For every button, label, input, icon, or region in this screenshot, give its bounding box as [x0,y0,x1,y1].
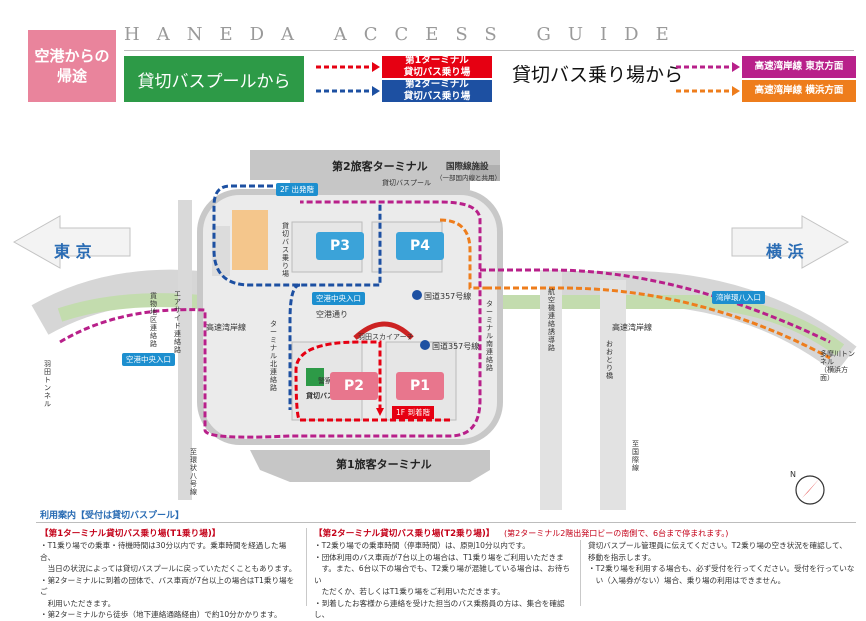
haneda-tunnel-label: 羽田トンネル [44,360,51,408]
legend-arrows-right [676,62,740,96]
t1-stop-legend: 第1ターミナル 貸切バス乗り場 [382,55,492,78]
sky-arch [353,321,414,340]
t2-note: (第2ターミナル2階出発口ビーの南側で、6台まで停まれます。) [504,529,729,538]
sky-arch-label: 羽田スカイアーチ [358,333,414,341]
t1-building-label: 第1旅客ターミナル [336,458,432,471]
tokyo-route-legend: 高速湾岸線 東京方面 [742,56,856,78]
arrival-tag: 1F 到着階 [392,406,434,419]
expressway-label: 高速湾岸線 [206,323,246,332]
compass [795,475,825,505]
air-cargo-road [540,270,562,510]
entry-central-tag: 空港中央入口 [312,292,365,305]
t2-text: ・T2乗り場での乗車時間（停車時間）は、原則10分以内です。 ・団体利用のバス車… [314,541,571,619]
route-yokohama [486,286,831,360]
route-tokyo [59,200,482,439]
entry-bay-tag: 湾岸環八入口 [712,291,765,304]
expressway2-label: 高速湾岸線 [612,323,652,332]
cargo-label: 貨物地区連絡路 [150,292,157,348]
yokohama-route-legend: 高速湾岸線 横浜方面 [742,80,856,102]
parking-p3: P3 [316,232,364,260]
air-cargo-label: 航空機連絡誘導路 [548,288,555,352]
guide-title: HANEDA ACCESS GUIDE [124,24,686,45]
entry-central2-tag: 空港中央入口 [122,353,175,366]
t1-building [250,450,490,482]
yokohama-arrow [731,215,850,269]
route357-label: 国道357号線 [424,292,472,301]
parking-p2: P2 [330,372,378,400]
t-south-label: ターミナル南連絡路 [486,300,493,372]
header-divider [124,50,854,51]
intl-label: 国際線施設 [446,162,489,172]
tama-tunnel-label: 多摩川トンネル （横浜方面） [820,350,855,382]
green-median [57,293,845,356]
otori-road [600,280,626,510]
t1-text: ・T1乗り場での乗車・待機時間は30分以内です。乗車時間を経過した場合、 当日の… [40,541,297,619]
t2-stop-legend: 第2ターミナル 貸切バス乗り場 [382,79,492,102]
airport-road-label: 空港通り [316,310,348,319]
footer-divider [36,522,856,523]
parking-p1: P1 [396,372,444,400]
t-north-label: ターミナル北連絡路 [270,320,277,392]
route-map [12,150,857,510]
bus-pool-label: 貸切バスプールから [124,56,304,102]
tokyo-label: 東 京 [54,242,92,261]
legend-arrows-left [316,62,380,96]
usage-title: 利用案内【受付は貸切バスプール】 [40,511,185,521]
parking-p4: P4 [396,232,444,260]
pool-t2-label: 貸切バス乗り場 [282,222,289,278]
departure-tag: 2F 出発階 [276,183,318,196]
t2-heading: 【第2ターミナル貸切バス乗り場(T2乗り場)】 [314,529,495,539]
cargo-road [178,200,192,500]
route357b-label: 国道357号線 [432,342,480,351]
route-t2 [212,184,382,287]
yokohama-label: 横 浜 [766,242,804,261]
pool-area-left [232,210,268,270]
t2-building [250,150,500,190]
t3-text: 貸切バスプール管理員に伝えてください。T2乗り場の空き状況を確認して、 移動を指… [588,541,855,585]
env8-right-label: 至国際線 [632,440,639,472]
tokyo-arrow [12,215,131,269]
t1-heading: 【第1ターミナル貸切バス乗り場(T1乗り場)】 [40,529,221,539]
route-tokyo-east [480,268,831,344]
pool-label-top: 貸切バスプール [382,179,431,187]
airside-label: エアサイド連絡路 [174,290,181,354]
intl-sub-label: （一部国内線と共用） [436,174,501,182]
bus-stop-label: 貸切バス乗り場から [512,64,684,86]
env8-left-label: 至環状八号線 [190,448,197,496]
pool-marker [306,368,324,386]
return-badge: 空港からの 帰途 [28,30,116,102]
route-t1 [294,340,450,422]
police-label: 警察棟 [318,377,339,385]
otori-label: おおとり橋 [606,340,613,380]
t2-building-label: 第2旅客ターミナル [332,160,428,173]
north-label: N [790,470,796,479]
